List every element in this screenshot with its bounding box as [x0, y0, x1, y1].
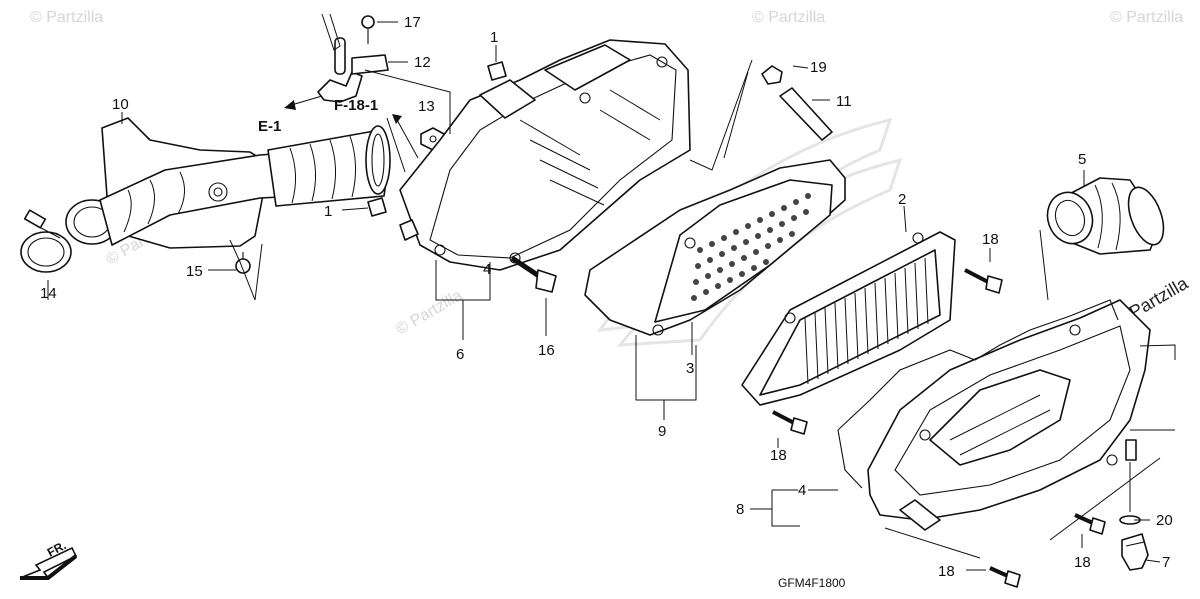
callout-13: 13: [418, 98, 435, 115]
callout-7: 7: [1162, 554, 1170, 571]
callout-11: 11: [836, 93, 852, 110]
callout-5: 5: [1078, 151, 1086, 168]
drain-tube-part: [779, 87, 833, 141]
callout-19: 19: [810, 59, 827, 76]
clip-part: [235, 252, 251, 274]
diagram-code: GFM4F1800: [778, 576, 846, 590]
screw-part: [1074, 513, 1106, 535]
callout-18: 18: [982, 231, 999, 248]
reference-e-1: E-1: [258, 118, 281, 135]
front-direction-arrow-icon: [19, 546, 78, 580]
watermark-text: © Partzilla: [752, 9, 825, 26]
callout-14: 14: [40, 285, 57, 302]
hose-clamp-part: [20, 209, 72, 273]
air-filter-element-part: [741, 231, 956, 406]
drain-plug-part: [1121, 533, 1149, 571]
screw-part: [964, 268, 1003, 294]
callout-4: 4: [483, 261, 491, 278]
callout-16: 16: [538, 342, 555, 359]
watermark-text: © Partzilla: [394, 287, 466, 338]
screw-part: [487, 61, 507, 81]
screw-part: [772, 410, 808, 435]
bolt-part: [510, 255, 557, 293]
callout-1: 1: [490, 29, 498, 46]
callout-18: 18: [938, 563, 955, 580]
watermark-text: © Partzilla: [1110, 9, 1183, 26]
callout-4: 4: [798, 482, 806, 499]
air-cleaner-cover-part: [867, 299, 1151, 531]
callout-1: 1: [324, 203, 332, 220]
breather-joint-part: [317, 15, 389, 103]
callout-9: 9: [658, 423, 666, 440]
callout-6: 6: [456, 346, 464, 363]
screw-part: [989, 566, 1021, 588]
clamp-clip-part: [761, 65, 783, 85]
callout-8: 8: [736, 501, 744, 518]
callout-3: 3: [686, 360, 694, 377]
screw-part: [367, 197, 387, 217]
callout-12: 12: [414, 54, 431, 71]
callout-17: 17: [404, 14, 421, 31]
leader-lines: [47, 13, 1176, 571]
gasket-seal-part: [837, 299, 1119, 489]
callout-20: 20: [1156, 512, 1173, 529]
watermark-text: © Partzilla: [30, 9, 103, 26]
element-frame-part: [584, 159, 846, 336]
callout-10: 10: [112, 96, 129, 113]
callout-18: 18: [770, 447, 787, 464]
reference-arrow-icon: [284, 95, 419, 159]
callout-2: 2: [898, 191, 906, 208]
callout-15: 15: [186, 263, 203, 280]
reference-f-18-1: F-18-1: [334, 97, 378, 114]
callout-18: 18: [1074, 554, 1091, 571]
callout-labels: 17 12 1 13 10 1 15 14 4 6 16 3 9 2 18 18…: [40, 14, 1173, 590]
air-cleaner-case-part: [399, 39, 691, 271]
air-intake-duct-part: [65, 117, 391, 249]
tube-joint-part: [1046, 177, 1165, 255]
